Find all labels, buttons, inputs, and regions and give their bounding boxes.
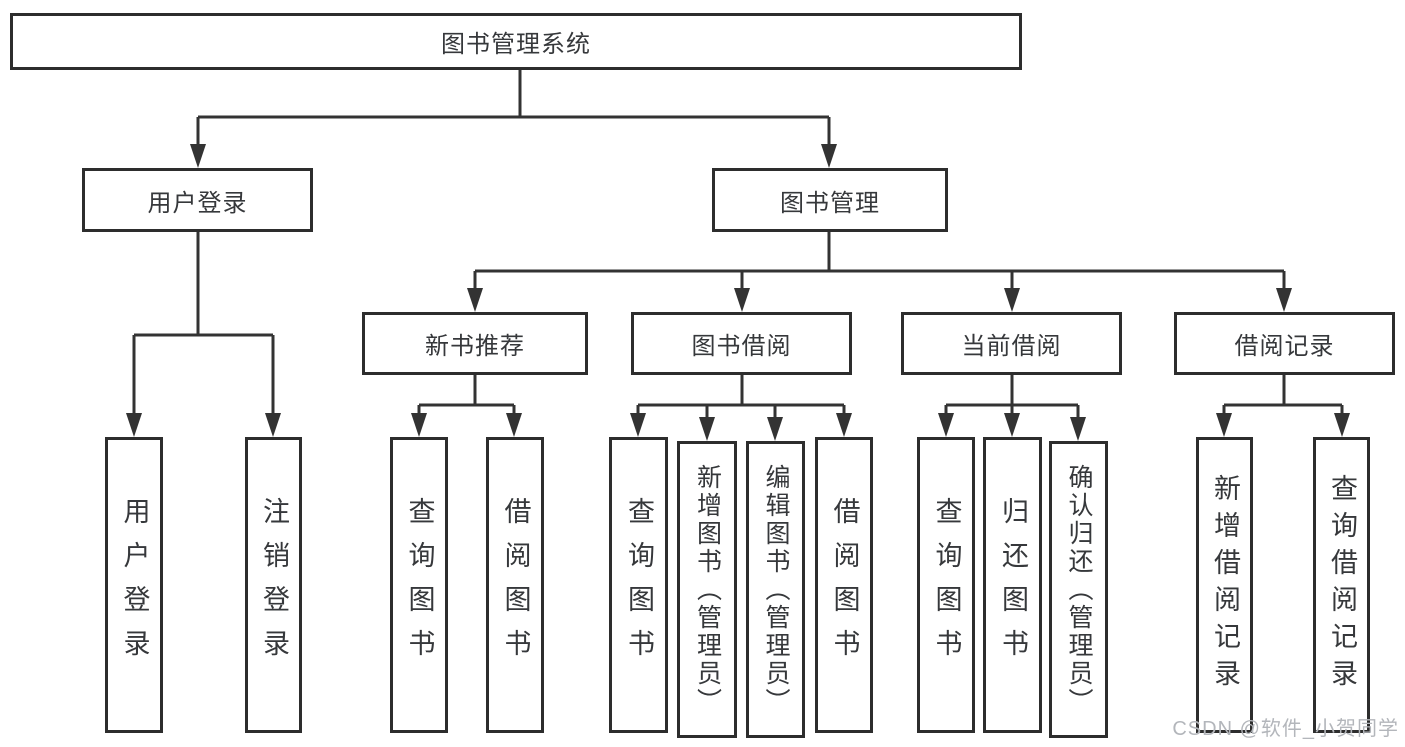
leaf-label: 新增借阅记录 [1210, 474, 1240, 696]
arrowhead [699, 417, 715, 441]
node-book-borrowing: 图书借阅 [631, 312, 852, 375]
node-new-book-recommendation: 新书推荐 [362, 312, 588, 375]
arrowhead [1070, 417, 1086, 441]
leaf-label: 借阅图书 [500, 497, 531, 673]
leaf-label: 借阅图书 [829, 497, 860, 673]
leaf-add-books-admin: 新增图书（管理员） [677, 441, 737, 738]
leaf-label: 查询图书 [404, 497, 435, 673]
node-current-borrowing: 当前借阅 [901, 312, 1122, 375]
leaf-query-borrow-record: 查询借阅记录 [1313, 437, 1370, 733]
node-book-management: 图书管理 [712, 168, 948, 232]
node-user-login: 用户登录 [82, 168, 313, 232]
node-borrowing-records: 借阅记录 [1174, 312, 1395, 375]
arrowhead [506, 413, 522, 437]
leaf-query-books-borrow: 查询图书 [609, 437, 668, 733]
leaf-return-books: 归还图书 [983, 437, 1042, 733]
leaf-label: 查询图书 [624, 497, 654, 673]
arrowhead [1276, 288, 1292, 312]
arrowhead [1004, 413, 1020, 437]
arrowhead [767, 417, 783, 441]
arrowhead [1004, 288, 1020, 312]
leaf-user-login: 用户登录 [105, 437, 163, 733]
arrowhead [734, 288, 750, 312]
leaf-edit-books-admin: 编辑图书（管理员） [746, 441, 805, 738]
leaf-label: 用户登录 [119, 497, 150, 673]
arrowhead [265, 413, 281, 437]
leaf-query-books-current: 查询图书 [917, 437, 975, 733]
arrowhead [190, 144, 206, 168]
arrowhead [1334, 413, 1350, 437]
leaf-label: 查询借阅记录 [1327, 474, 1357, 696]
leaf-borrow-books: 借阅图书 [815, 437, 873, 733]
arrowhead [836, 413, 852, 437]
leaf-label: 确认归还（管理员） [1065, 463, 1093, 716]
leaf-logout: 注销登录 [245, 437, 302, 733]
leaf-label: 归还图书 [998, 497, 1028, 673]
csdn-watermark: CSDN @软件_小贺同学 [1172, 718, 1399, 740]
arrowhead [630, 413, 646, 437]
arrowhead [938, 413, 954, 437]
arrowhead [821, 144, 837, 168]
arrowhead [411, 413, 427, 437]
leaf-label: 新增图书（管理员） [693, 463, 722, 716]
leaf-label: 编辑图书（管理员） [762, 463, 790, 716]
leaf-borrow-books-recommend: 借阅图书 [486, 437, 544, 733]
leaf-query-books-recommend: 查询图书 [390, 437, 448, 733]
arrowhead [467, 288, 483, 312]
leaf-label: 查询图书 [931, 497, 962, 673]
leaf-add-borrow-record: 新增借阅记录 [1196, 437, 1253, 733]
leaf-confirm-return-admin: 确认归还（管理员） [1049, 441, 1108, 738]
node-library-management-system: 图书管理系统 [10, 13, 1022, 70]
arrowhead [126, 413, 142, 437]
arrowhead [1216, 413, 1232, 437]
leaf-label: 注销登录 [259, 497, 289, 673]
